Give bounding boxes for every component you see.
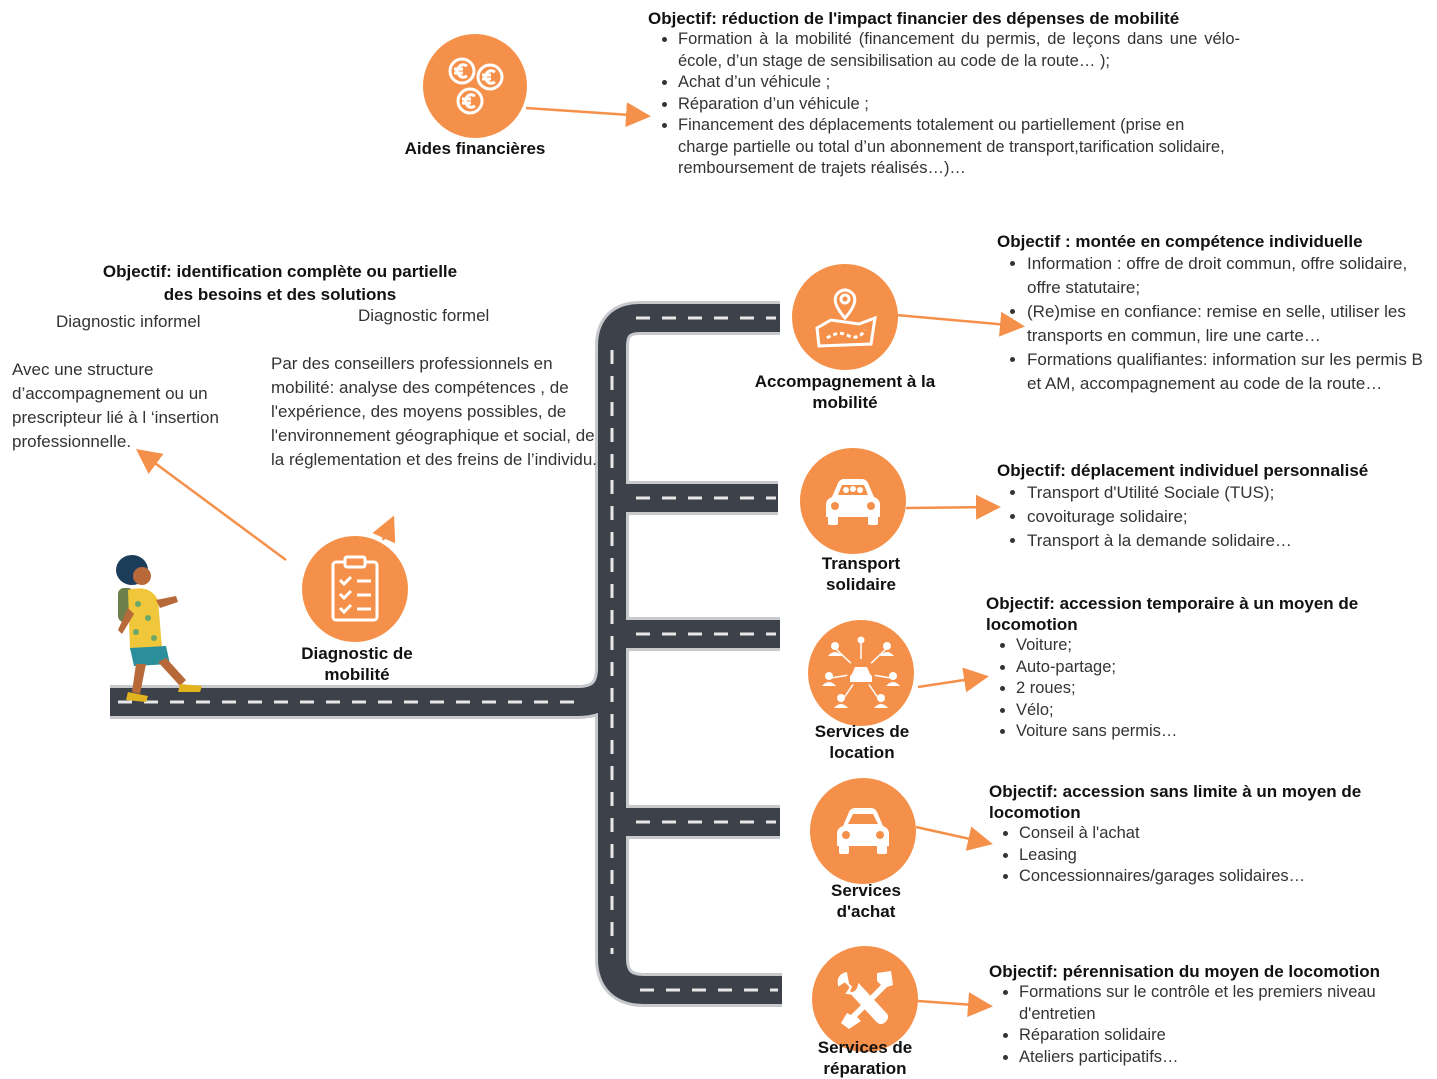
transport-solidaire-objective-block: Objectif: déplacement individuel personn… <box>997 460 1427 553</box>
services-location-objective-title: Objectif: accession temporaire à un moye… <box>986 594 1359 634</box>
transport-solidaire-label: Transport solidaire <box>821 554 901 594</box>
list-item: Transport à la demande solidaire… <box>1027 529 1427 553</box>
services-reparation-objective-title: Objectif: pérennisation du moyen de loco… <box>989 962 1381 981</box>
aides-financieres-label: Aides financières <box>404 139 546 158</box>
transport-solidaire-circle <box>800 448 906 554</box>
aides-objective-block: Objectif: réduction de l'impact financie… <box>648 8 1240 180</box>
services-location-objective-block: Objectif: accession temporaire à un moye… <box>986 593 1426 743</box>
car-icon <box>837 808 889 854</box>
diagnostic-informel-title: Diagnostic informel <box>56 312 201 331</box>
services-reparation-objective-block: Objectif: pérennisation du moyen de loco… <box>989 961 1435 1068</box>
diagnostic-formel-title: Diagnostic formel <box>358 306 490 325</box>
euro-coins-icon <box>448 57 504 115</box>
services-location-list: Voiture; Auto-partage; 2 roues; Vélo; Vo… <box>986 635 1426 743</box>
walking-person-illustration <box>116 555 202 702</box>
services-location-circle <box>808 620 914 726</box>
wrench-screwdriver-icon <box>837 971 893 1029</box>
list-item: Réparation solidaire <box>1019 1025 1419 1047</box>
services-location-label: Services de location <box>814 722 910 762</box>
services-reparation-label: Services de réparation <box>817 1038 913 1078</box>
car-network-icon <box>822 636 900 708</box>
list-item: Transport d'Utilité Sociale (TUS); <box>1027 481 1427 505</box>
aides-financieres-circle <box>423 34 527 138</box>
services-achat-label: Services d'achat <box>831 881 901 921</box>
list-item: Leasing <box>1019 845 1429 867</box>
list-item: Conseil à l'achat <box>1019 823 1429 845</box>
diagnostic-circle <box>302 536 408 642</box>
list-item: Auto-partage; <box>1016 657 1426 679</box>
diagnostic-informel-text: Avec une structure d’accompagnement ou u… <box>12 360 219 451</box>
list-item: (Re)mise en confiance: remise en selle, … <box>1027 300 1427 348</box>
accompagnement-list: Information : offre de droit commun, off… <box>997 252 1427 396</box>
list-item: Voiture; <box>1016 635 1426 657</box>
list-item: Concessionnaires/garages solidaires… <box>1019 866 1429 888</box>
accompagnement-label: Accompagnement à la mobilité <box>754 372 936 412</box>
list-item: Formations sur le contrôle et les premie… <box>1019 982 1419 1025</box>
list-item: Voiture sans permis… <box>1016 721 1426 743</box>
diagnostic-formel-text: Par des conseillers professionnels en mo… <box>271 354 598 469</box>
list-item: Achat d’un véhicule ; <box>678 72 1240 94</box>
accompagnement-circle <box>792 264 898 370</box>
services-achat-objective-block: Objectif: accession sans limite à un moy… <box>989 781 1429 888</box>
list-item: Financement des déplacements totalement … <box>678 115 1240 180</box>
diagnostic-objective-line2: des besoins et des solutions <box>163 285 397 304</box>
car-passengers-icon <box>826 479 880 525</box>
clipboard-checklist-icon <box>331 555 379 622</box>
list-item: Formation à la mobilité (financement du … <box>678 29 1240 72</box>
diagnostic-objective-line1: Objectif: identification complète ou par… <box>102 262 458 281</box>
list-item: Vélo; <box>1016 700 1426 722</box>
services-achat-list: Conseil à l'achat Leasing Concessionnair… <box>989 823 1429 888</box>
list-item: Réparation d’un véhicule ; <box>678 94 1240 116</box>
services-achat-objective-title: Objectif: accession sans limite à un moy… <box>989 782 1362 822</box>
list-item: Information : offre de droit commun, off… <box>1027 252 1427 300</box>
services-reparation-circle <box>812 946 918 1052</box>
list-item: Ateliers participatifs… <box>1019 1047 1419 1069</box>
list-item: Formations qualifiantes: information sur… <box>1027 348 1427 396</box>
diagnostic-label: Diagnostic de mobilité <box>301 644 413 684</box>
list-item: 2 roues; <box>1016 678 1426 700</box>
diagnostic-objective-title: Objectif: identification complète ou par… <box>40 260 520 306</box>
list-item: covoiturage solidaire; <box>1027 505 1427 529</box>
accompagnement-objective-block: Objectif : montée en compétence individu… <box>997 231 1427 396</box>
services-achat-circle <box>810 778 916 884</box>
transport-solidaire-list: Transport d'Utilité Sociale (TUS); covoi… <box>997 481 1427 553</box>
aides-list: Formation à la mobilité (financement du … <box>648 29 1240 180</box>
transport-solidaire-objective-title: Objectif: déplacement individuel personn… <box>997 461 1369 480</box>
services-reparation-list: Formations sur le contrôle et les premie… <box>989 982 1419 1068</box>
accompagnement-objective-title: Objectif : montée en compétence individu… <box>997 232 1363 251</box>
aides-objective-title: Objectif: réduction de l'impact financie… <box>648 9 1180 28</box>
map-pin-icon <box>815 288 877 348</box>
